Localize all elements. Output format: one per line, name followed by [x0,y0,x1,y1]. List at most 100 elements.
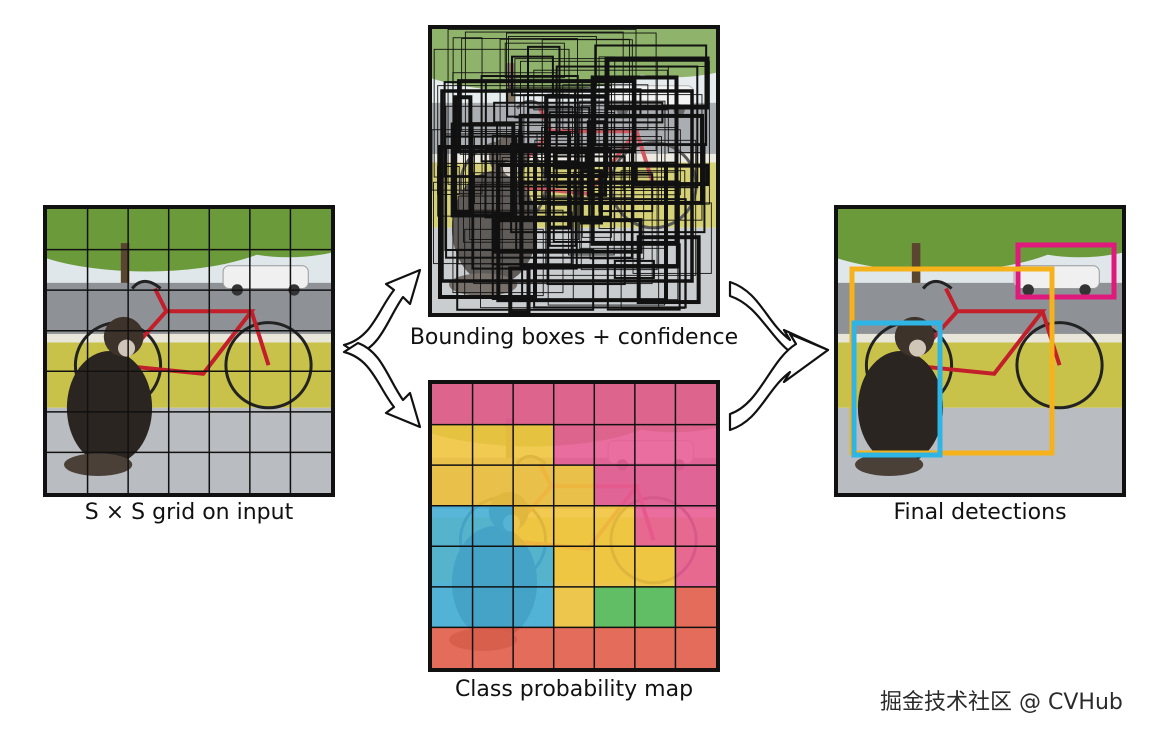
class-cell-pink [513,384,554,425]
dog-body [66,351,153,465]
class-cell-blue [472,586,514,628]
class-cell-blue [472,546,514,587]
caption-class-probability: Class probability map [454,677,694,702]
final-detections-image [838,209,1122,493]
class-cell-pink [675,465,716,506]
caption-input-grid: S × S grid on input [84,500,294,525]
input-grid-image [47,209,331,493]
class-cell-yellow [513,465,554,506]
class-cell-yellow [472,465,514,506]
candidate-box [493,101,664,124]
dog-muzzle [118,339,136,357]
class-cell-blue [432,505,473,547]
class-cell-yellow [553,546,595,587]
class-cell-yellow [472,424,514,466]
class-cell-yellow [513,424,554,466]
candidate-box [504,42,565,79]
tree-trunk [911,243,921,317]
class-cell-pink [472,384,514,425]
caption-bounding-boxes: Bounding boxes + confidence [409,325,739,350]
tree-canopy-right [203,209,331,258]
bike-handlebar [922,279,953,290]
candidate-box-dog [438,145,537,299]
class-cell-green [594,586,635,628]
class-cell-yellow [553,465,595,506]
dog-tail [64,453,133,476]
class-cell-red [594,627,635,668]
class-cell-pink [634,465,676,506]
class-cell-pink [675,505,716,547]
car-body [222,265,309,290]
class-cell-pink [634,384,676,425]
class-cell-red [675,627,716,668]
bike-rear-wheel [224,321,313,410]
class-cell-blue [513,546,554,587]
class-cell-blue [432,586,473,628]
class-cell-yellow [594,546,635,587]
candidate-box-car [604,56,710,110]
candidate-box [568,112,615,256]
class-cell-pink [594,424,635,466]
class-cell-yellow [594,505,635,547]
bounding-boxes-panel [428,25,720,317]
candidate-box-bike [440,89,694,283]
class-cell-yellow [553,586,595,628]
tree-canopy-right [588,29,716,78]
candidate-box [464,31,624,191]
caption-final-detections: Final detections [893,500,1067,525]
scene [47,209,331,493]
class-cell-yellow [432,424,473,466]
candidate-box [613,259,655,279]
class-cell-red [634,627,676,668]
class-cell-pink [432,384,473,425]
class-cell-yellow [634,546,676,587]
merge-arrow-top [728,280,830,368]
candidate-box [496,162,669,303]
candidate-box [445,146,633,259]
class-cell-pink [634,424,676,466]
candidate-box [606,243,681,311]
class-cell-yellow [513,505,554,547]
class-cell-red [432,627,473,668]
candidate-box [432,129,520,191]
class-cell-yellow [432,465,473,506]
class-probability-map [432,384,716,668]
class-cell-red [675,586,716,628]
class-cell-pink [553,424,595,466]
tree-trunk [505,63,515,137]
input-grid-panel [43,205,335,497]
porch-rail [838,333,1122,343]
bounding-boxes-image [432,29,716,313]
car-wheel-front [1022,284,1034,296]
class-cell-pink [675,384,716,425]
class-cell-pink [634,505,676,547]
class-cell-pink [675,546,716,587]
candidate-box [636,235,701,305]
class-cell-pink [594,384,635,425]
class-cell-yellow [553,505,595,547]
bike-handlebar [131,279,162,290]
class-cell-blue [472,505,514,547]
candidate-box [579,169,603,225]
class-cell-pink [553,384,595,425]
class-cell-red [513,627,554,668]
class-cell-blue [513,586,554,628]
candidate-box [452,37,483,195]
class-probability-panel [428,380,720,672]
class-cell-green [634,586,676,628]
class-cell-pink [675,424,716,466]
candidate-box [508,266,531,313]
candidate-box [511,55,554,97]
candidate-box [450,122,516,218]
dog-body [857,351,944,465]
porch-rail [47,333,331,343]
candidate-box [433,48,570,178]
candidate-box [590,129,681,196]
car-wheel-rear [1079,284,1091,296]
class-cell-red [472,627,514,668]
class-cell-pink [594,465,635,506]
watermark: 掘金技术社区 @ CVHub [880,690,1123,715]
class-cell-blue [432,546,473,587]
class-cell-red [553,627,595,668]
dog-muzzle [909,339,927,357]
